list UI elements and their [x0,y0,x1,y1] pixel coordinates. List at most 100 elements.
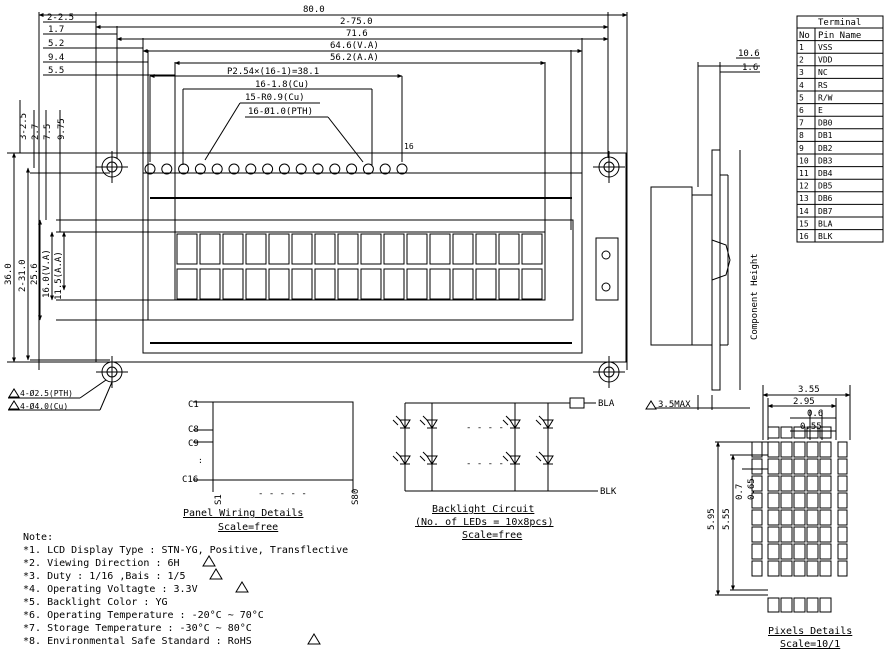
svg-text:- - - -: - - - - [466,423,504,433]
char-cell [383,233,405,265]
terminal-row-pin: VSS [818,43,833,52]
wiring-s80: S80 [351,489,361,505]
note-5: *5. Backlight Color : YG [23,597,168,608]
terminal-row-pin: DB3 [818,156,833,165]
note-8: *8. Environmental Safe Standard : RoHS [23,636,252,647]
pcb-outline [95,152,627,363]
char-cell [452,268,474,300]
pixel-dot [793,426,806,439]
wiring-c9: C9 [188,439,199,449]
led-icon [542,455,554,465]
terminal-row-no: 3 [799,68,804,77]
dim-2-31: 2-31.0 [18,259,28,292]
char-cell [406,268,428,300]
wiring-c1: C1 [188,400,199,410]
dim-2-7: 2.7 [31,124,41,140]
active-area [174,231,546,301]
char-cell [337,268,359,300]
char-cell [360,233,382,265]
dim-80: 80.0 [303,5,325,15]
wiring-c8: C8 [188,425,199,435]
dim-pad-r: 15-R0.9(Cu) [245,93,305,103]
char-cell [498,268,520,300]
mounting-hole-bottom-right [593,356,625,388]
terminal-row-no: 16 [799,232,809,241]
pixel-dot [806,426,819,439]
dim-25-6: 25.6 [30,263,40,285]
char-cell [383,268,405,300]
pin-row [144,163,408,175]
svg-text::: : [198,456,203,465]
svg-text:- - - - -: - - - - - [258,489,307,499]
pixel-dot [780,597,793,613]
pixel-dot [751,475,763,492]
backlight-scale: Scale=free [462,530,522,541]
pixel-dot [837,560,848,577]
terminal-row-pin: BLK [818,232,833,241]
char-cell [176,268,198,300]
terminal-header-pin: Pin Name [818,31,861,41]
hole-cu-label: 4-Ø4.0(Cu) [20,401,68,411]
px-dim-3-55: 3.55 [798,385,820,395]
pin-pad [312,163,324,175]
char-cell [360,268,382,300]
pixel-dot [806,509,819,526]
dim-pitch: P2.54×(16-1)=38.1 [227,67,319,77]
dim-36: 36.0 [4,263,14,285]
wiring-s1: S1 [214,494,224,505]
terminal-header-no: No [799,31,810,41]
pixel-dot [806,441,819,458]
px-dim-5-95: 5.95 [707,508,717,530]
pixel-dot [751,458,763,475]
pixel-dot [819,426,832,439]
note-3-warning-icon [209,568,223,580]
terminal-title: Terminal [818,18,861,28]
dim-16-va: 16.0(V.A) [42,249,52,298]
pixel-dot [819,526,832,543]
backlight-tab [595,237,619,301]
pixel-dot [793,475,806,492]
pixel-dot [793,509,806,526]
pixel-dot [767,560,780,577]
led-array [392,403,554,491]
terminal-row-no: 15 [799,219,809,228]
pixel-dot [780,426,793,439]
char-cell [452,233,474,265]
char-cell [521,233,543,265]
char-cell [498,233,520,265]
pixel-dot [780,509,793,526]
backlight-bla: BLA [598,399,615,409]
pin-pad [295,163,307,175]
char-cell [268,268,290,300]
pin-pad [379,163,391,175]
pixel-dot [793,441,806,458]
pixel-dot [819,492,832,509]
bezel [142,172,583,354]
pixel-dot [819,509,832,526]
terminal-row-pin: DB1 [818,131,833,140]
terminal-row-pin: VDD [818,56,833,65]
led-icon [542,419,554,429]
mounting-hole-top-right [593,151,625,183]
backlight-blk: BLK [600,487,617,497]
pixel-dot [837,543,848,560]
note-4: *4. Operating Voltagte : 3.3V [23,584,198,595]
dim-2-75: 2-75.0 [340,17,373,27]
pixel-dot [793,492,806,509]
pin-pad [245,163,257,175]
pixel-dot [837,458,848,475]
pixel-dot [751,492,763,509]
char-cell [222,233,244,265]
dim-56-2: 56.2(A.A) [330,53,379,63]
dim-9-75: 9.75 [57,118,67,140]
terminal-row-pin: DB4 [818,169,833,178]
pixel-dot [806,597,819,613]
mounting-hole-top-left [96,151,128,183]
terminal-row-no: 12 [799,182,809,191]
terminal-row-pin: DB2 [818,144,833,153]
note-6: *6. Operating Temperature : -20°C ~ 70°C [23,610,264,621]
terminal-row-no: 2 [799,56,804,65]
pixel-dot [837,492,848,509]
pin-pad [362,163,374,175]
